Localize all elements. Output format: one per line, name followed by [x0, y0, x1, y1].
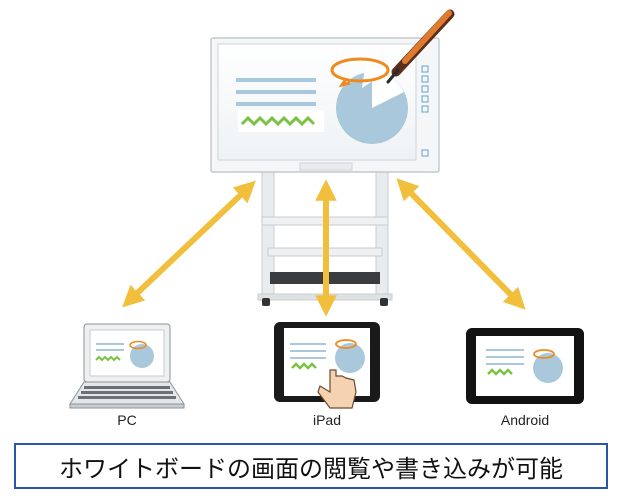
pc-label: PC: [117, 412, 137, 428]
interactive-whiteboard-icon: [210, 37, 440, 173]
laptop-icon: [69, 323, 185, 409]
ipad-label: iPad: [312, 412, 342, 428]
arrow-icon: [122, 178, 526, 317]
android-label: Android: [500, 412, 550, 428]
pen-icon: [386, 9, 455, 84]
caption-box: ホワイトボードの画面の閲覧や書き込みが可能: [14, 443, 608, 489]
tablet-icon: [466, 328, 584, 404]
illustration: [69, 9, 584, 409]
hand-pointer-icon: [317, 369, 357, 409]
caption-text: ホワイトボードの画面の閲覧や書き込みが可能: [59, 454, 563, 483]
